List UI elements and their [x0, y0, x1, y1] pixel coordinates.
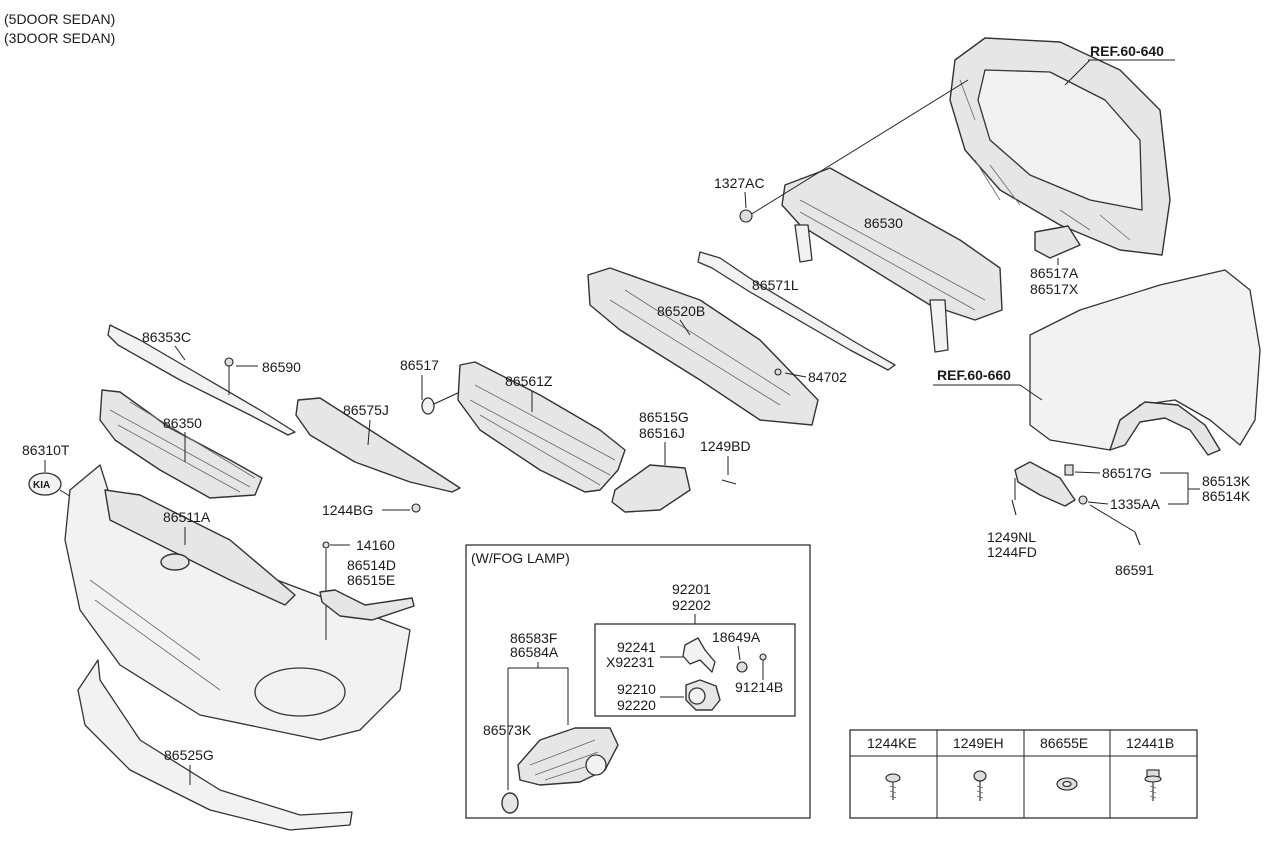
label-86571l: 86571L [752, 277, 799, 293]
nut-1335aa-icon [1078, 495, 1088, 505]
label-86591: 86591 [1115, 562, 1154, 578]
label-84702: 84702 [808, 369, 847, 385]
emblem-text: KIA [33, 480, 50, 491]
header-note-5door: (5DOOR SEDAN) [4, 11, 115, 27]
table-header-1244ke: 1244KE [867, 735, 917, 751]
label-86515g: 86515G [639, 409, 689, 425]
screw-washer-icon [885, 773, 901, 800]
label-18649a: 18649A [712, 629, 761, 645]
front-bumper-cover [64, 464, 411, 741]
label-86310t: 86310T [22, 442, 70, 458]
bolt-1249bd-icon [721, 479, 737, 485]
label-86514d: 86514D [347, 557, 396, 573]
ref-60-640: REF.60-640 [1090, 43, 1164, 59]
label-86353c: 86353C [142, 329, 191, 345]
label-92210: 92210 [617, 681, 656, 697]
fog-lamp-cover-left [611, 464, 691, 513]
fog-lamp-bracket [682, 637, 716, 673]
label-86520b: 86520B [657, 303, 705, 319]
label-86515e: 86515E [347, 572, 395, 588]
label-1335aa: 1335AA [1110, 496, 1160, 512]
radiator-grille [99, 389, 263, 499]
clip-86590-icon [224, 357, 234, 367]
label-92201: 92201 [672, 581, 711, 597]
fog-lamp-title: (W/FOG LAMP) [471, 550, 570, 566]
header-note-3door: (3DOOR SEDAN) [4, 30, 115, 46]
bracket-86517a [1034, 225, 1081, 259]
label-86350: 86350 [163, 415, 202, 431]
label-86514k: 86514K [1202, 488, 1251, 504]
label-86513k: 86513K [1202, 473, 1251, 489]
screw-round-head-icon [973, 770, 987, 801]
radiator-support-carrier [949, 37, 1171, 256]
label-91214b: 91214B [735, 679, 783, 695]
table-header-86655e: 86655E [1040, 735, 1088, 751]
bulb-18649a-icon [736, 661, 748, 673]
screw-1244bg-icon [411, 503, 421, 513]
table-header-12441b: 12441B [1126, 735, 1174, 751]
bumper-beam [781, 167, 1003, 353]
side-bracket-front [319, 589, 415, 621]
label-x92231: X92231 [606, 654, 654, 670]
label-14160: 14160 [356, 537, 395, 553]
clip-14160-icon [322, 541, 330, 549]
screw-flange-icon [1144, 769, 1162, 801]
label-86530: 86530 [864, 215, 903, 231]
absorber-strip [697, 251, 896, 371]
label-1249bd: 1249BD [700, 438, 751, 454]
tow-hook-cap [421, 397, 435, 415]
bumper-bracket-upper [295, 397, 461, 493]
clip-86517g-icon [1064, 464, 1074, 476]
lower-grille [457, 361, 626, 493]
label-86590: 86590 [262, 359, 301, 375]
label-1244fd: 1244FD [987, 544, 1037, 560]
label-92220: 92220 [617, 697, 656, 713]
label-86573k: 86573K [483, 722, 532, 738]
label-1244bg: 1244BG [322, 502, 373, 518]
label-86584a: 86584A [510, 644, 559, 660]
bolt-1249nl-icon [1011, 499, 1017, 516]
clip-nut-icon [1056, 777, 1078, 791]
kia-emblem [28, 472, 62, 496]
fender-bracket [1014, 461, 1076, 507]
label-92241: 92241 [617, 639, 656, 655]
label-86525g: 86525G [164, 747, 214, 763]
table-header-1249eh: 1249EH [953, 735, 1004, 751]
energy-absorber [587, 267, 819, 426]
fog-lamp-cover [517, 727, 619, 786]
label-86516j: 86516J [639, 425, 685, 441]
fastener-table: 1244KE 1249EH 86655E 12441B [849, 729, 1198, 819]
label-86583f: 86583F [510, 630, 557, 646]
nut-1327ac-icon [739, 209, 753, 223]
label-86561z: 86561Z [505, 373, 553, 389]
screw-86591-icon [1134, 531, 1141, 546]
ref-60-660: REF.60-660 [937, 367, 1011, 383]
bumper-lower-lip [77, 659, 353, 831]
upper-grille-strip [107, 324, 296, 436]
label-86517: 86517 [400, 357, 439, 373]
fog-lamp-ring [501, 792, 519, 814]
label-86517a: 86517A [1030, 265, 1079, 281]
socket-91214b-icon [759, 653, 767, 661]
label-1249nl: 1249NL [987, 529, 1036, 545]
label-86517x: 86517X [1030, 281, 1079, 297]
clip-84702-icon [774, 368, 782, 376]
label-86511a: 86511A [163, 509, 211, 525]
label-86575j: 86575J [343, 402, 389, 418]
label-92202: 92202 [672, 597, 711, 613]
label-1327ac: 1327AC [714, 175, 765, 191]
front-fender [1029, 269, 1261, 456]
fog-lamp-section: (W/FOG LAMP) 92201 92202 92241 X92231 18… [465, 544, 811, 819]
label-86517g: 86517G [1102, 465, 1152, 481]
